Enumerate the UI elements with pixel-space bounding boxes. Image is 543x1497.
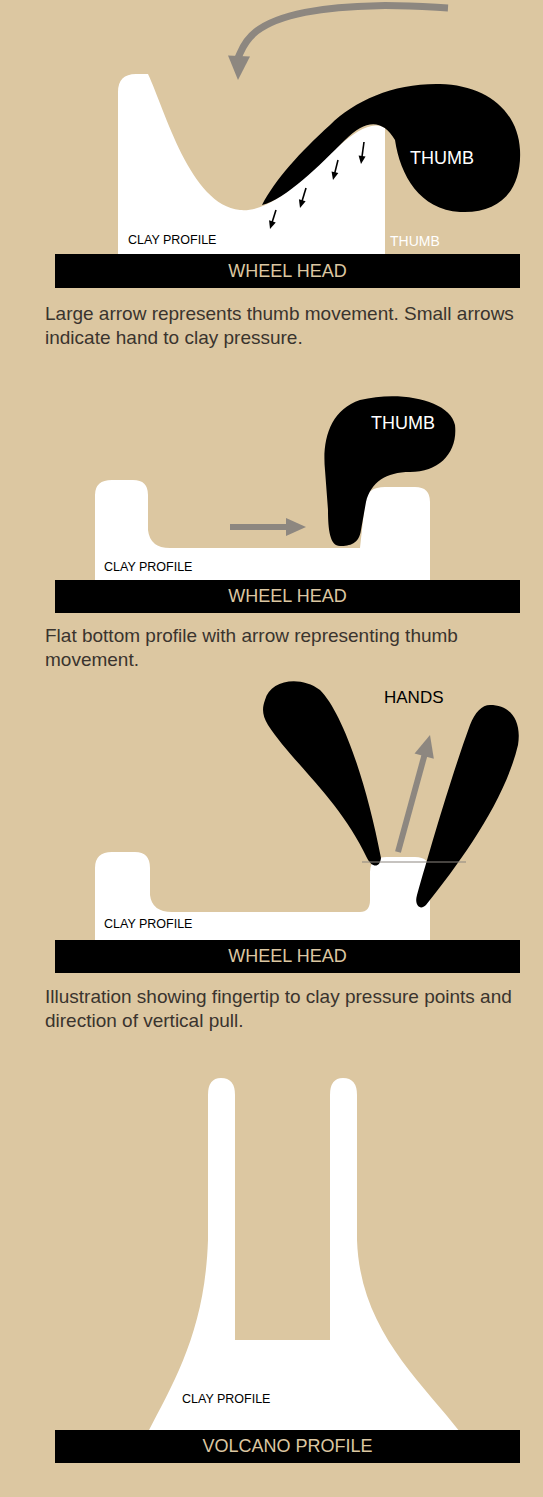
caption: Large arrow represents thumb movement. S…	[45, 302, 525, 350]
clay-profile-fill	[118, 74, 385, 256]
clay-profile: CLAY PROFILE	[92, 850, 434, 942]
arrow-shaft	[302, 188, 306, 201]
arrow-head	[332, 171, 339, 180]
clay-profile-fill	[95, 480, 430, 582]
right-hand	[416, 705, 519, 907]
left-hand	[263, 681, 381, 865]
wheel-head: WHEEL HEAD	[55, 940, 520, 973]
clay-profile-fill	[95, 852, 430, 942]
volcano-profile-label: VOLCANO PROFILE	[55, 1430, 520, 1463]
volcano-clay-profile: CLAY PROFILE	[145, 1074, 463, 1432]
arrow-shaft	[398, 755, 424, 852]
wheel-head-fill	[55, 254, 520, 288]
thumb-label: THUMB	[371, 413, 435, 434]
thumb-shape: THUMB	[320, 390, 460, 550]
volcano-profile-bar-fill	[55, 1430, 520, 1463]
curved-arrow	[238, 6, 448, 58]
thumb-shape-outline	[258, 78, 526, 218]
thumb-label: THUMB	[410, 148, 474, 169]
volcano-profile-bar: VOLCANO PROFILE	[55, 1430, 520, 1463]
wheel-head-fill	[55, 580, 520, 613]
arrow-head	[359, 156, 366, 164]
volcano-clay-profile-outline	[145, 1074, 463, 1432]
caption: Illustration showing fingertip to clay p…	[45, 985, 525, 1033]
volcano-clay-profile-fill	[148, 1078, 460, 1432]
arrow-shaft	[230, 524, 287, 530]
clay-profile-label: CLAY PROFILE	[128, 233, 216, 247]
wheel-head-label: WHEEL HEAD	[55, 580, 520, 613]
wheel-head-label: WHEEL HEAD	[55, 254, 520, 288]
pressure-marks	[230, 518, 306, 536]
pressure-marks	[263, 681, 519, 907]
arrow-head	[269, 220, 276, 229]
thumb-movement-arrow	[228, 6, 448, 80]
clay-profile: CLAY PROFILE	[92, 476, 434, 582]
wheel-head: WHEEL HEAD	[55, 580, 520, 613]
arrow-head	[415, 735, 434, 759]
arrow-head	[299, 199, 306, 208]
arrow-head	[228, 56, 250, 80]
wheel-head-label: WHEEL HEAD	[55, 940, 520, 973]
clay-profile-label: CLAY PROFILE	[104, 560, 192, 574]
thumb-shape: THUMB	[258, 78, 526, 218]
caption: Flat bottom profile with arrow represent…	[45, 624, 525, 672]
reference-line	[362, 862, 466, 863]
thumb-callout: THUMB	[390, 233, 440, 249]
arrow-head	[286, 518, 306, 536]
clay-profile: CLAY PROFILE	[115, 70, 390, 256]
hands-label: HANDS	[384, 688, 444, 708]
wheel-head-fill	[55, 940, 520, 973]
arrow-shaft	[335, 160, 338, 173]
clay-profile-outline	[115, 70, 390, 256]
arrow-shaft	[272, 210, 276, 222]
clay-profile-label: CLAY PROFILE	[182, 1392, 270, 1406]
clay-profile-label: CLAY PROFILE	[104, 917, 192, 931]
wheel-head: WHEEL HEAD	[55, 254, 520, 288]
pressure-marks	[269, 142, 365, 229]
arrow-shaft	[362, 142, 364, 157]
